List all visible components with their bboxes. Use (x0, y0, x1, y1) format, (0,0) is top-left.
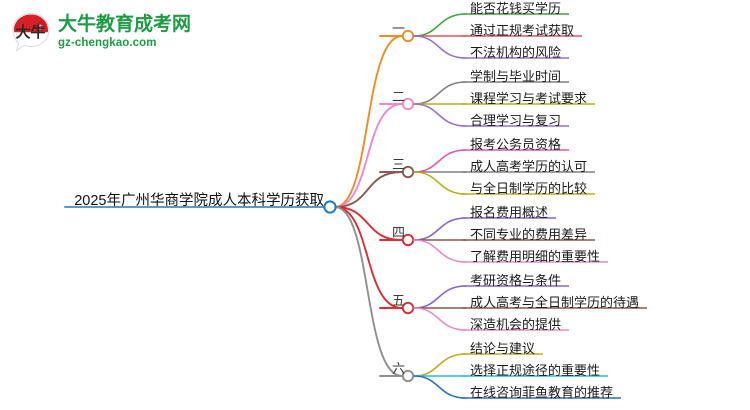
branch-label-5: 五 (392, 293, 406, 308)
leaf-label-1-2[interactable]: 通过正规考试获取 (470, 23, 575, 38)
branch-label-1: 一 (392, 21, 406, 36)
leaf-label-2-1[interactable]: 学制与毕业时间 (470, 69, 562, 84)
leaf-label-1-3[interactable]: 不法机构的风险 (470, 45, 562, 60)
speech-bubble-logo-icon: 牛 大牛 (12, 12, 50, 52)
leaf-connector-2-3 (413, 103, 467, 127)
leaf-label-3-2[interactable]: 成人高考学历的认可 (470, 159, 588, 174)
branch-node-4[interactable] (401, 233, 415, 247)
branch-node-2[interactable] (401, 97, 415, 111)
leaf-label-6-2[interactable]: 选择正规途径的重要性 (470, 363, 601, 378)
leaf-label-2-2[interactable]: 课程学习与考试要求 (470, 91, 588, 106)
leaf-label-5-1[interactable]: 考研资格与条件 (470, 273, 562, 288)
leaf-label-4-3[interactable]: 了解费用明细的重要性 (470, 249, 601, 264)
site-brand-header: 牛 大牛 大牛教育成考网 gz-chengkao.com (10, 6, 210, 58)
branch-label-6: 六 (392, 361, 406, 376)
branch-label-3: 三 (392, 157, 406, 172)
leaf-connector-3-3 (413, 171, 467, 195)
svg-text:牛: 牛 (37, 24, 43, 32)
branch-node-6[interactable] (401, 369, 415, 383)
leaf-label-3-3[interactable]: 与全日制学历的比较 (470, 181, 588, 196)
branch-connector-4 (334, 206, 403, 241)
branch-node-3[interactable] (401, 165, 415, 179)
brand-url: gz-chengkao.com (58, 36, 157, 49)
mindmap-root-title[interactable]: 2025年广州华商学院成人本科学历获取 (74, 193, 324, 209)
brand-name: 大牛教育成考网 (58, 13, 192, 35)
branch-connector-6 (334, 206, 403, 377)
leaf-connector-1-3 (413, 35, 467, 59)
leaf-label-3-1[interactable]: 报考公务员资格 (470, 137, 562, 152)
leaf-connector-5-3 (413, 307, 467, 331)
leaf-label-1-1[interactable]: 能否花钱买学历 (470, 1, 562, 16)
mindmap-root-node[interactable] (323, 200, 337, 214)
branch-label-4: 四 (392, 225, 406, 240)
brand-logo: 牛 大牛 (10, 11, 52, 53)
branch-connector-2 (334, 103, 403, 208)
leaf-label-4-2[interactable]: 不同专业的费用差异 (470, 227, 588, 242)
branch-connector-5 (334, 206, 403, 309)
leaf-label-6-1[interactable]: 结论与建议 (470, 341, 536, 356)
leaf-label-6-3[interactable]: 在线咨询菲鱼教育的推荐 (470, 385, 614, 400)
leaf-label-4-1[interactable]: 报名费用概述 (470, 205, 549, 220)
branch-node-1[interactable] (401, 29, 415, 43)
leaf-connector-6-3 (413, 375, 467, 399)
leaf-label-5-3[interactable]: 深造机会的提供 (470, 317, 562, 332)
leaf-label-2-3[interactable]: 合理学习与复习 (470, 113, 562, 128)
branch-connector-3 (334, 171, 403, 208)
leaf-label-5-2[interactable]: 成人高考与全日制学历的待遇 (470, 295, 640, 310)
branch-label-2: 二 (392, 89, 406, 104)
leaf-connector-4-3 (413, 239, 467, 263)
brand-text-block: 大牛教育成考网 gz-chengkao.com (58, 15, 191, 50)
branch-connector-1 (334, 35, 403, 208)
brand-logo-text: 大牛 (15, 23, 45, 41)
branch-node-5[interactable] (401, 301, 415, 315)
